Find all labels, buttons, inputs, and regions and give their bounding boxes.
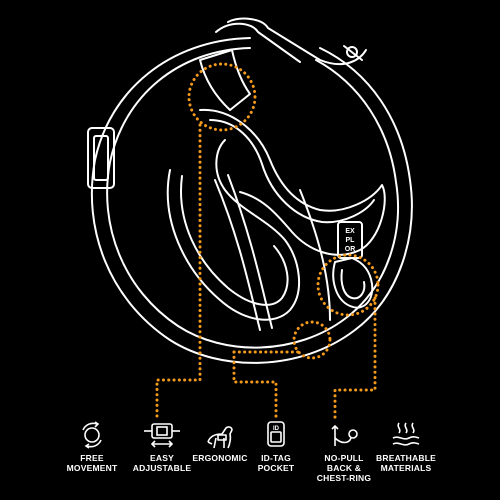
feature-breathable-materials: BREATHABLE MATERIALS [366, 420, 446, 473]
brand-tag-line3: OR [345, 246, 356, 253]
feature-label-2: POCKET [257, 463, 295, 473]
feature-label: ERGONOMIC [192, 453, 248, 463]
feature-label: NO-PULL [324, 453, 364, 463]
feature-label-2: MATERIALS [380, 463, 432, 473]
no-pull-icon [331, 424, 358, 446]
brand-tag-line1: EX [345, 228, 355, 235]
feature-label-2: BACK & [326, 463, 362, 473]
feature-label: ID-TAG [261, 453, 291, 463]
callout-line-3 [333, 296, 377, 420]
feature-no-pull: NO-PULL BACK & CHEST-RING [304, 420, 384, 483]
brand-tag: EX PL OR [345, 228, 356, 253]
callout-circle-handle [187, 62, 257, 132]
callout-circle-d-ring [316, 253, 380, 317]
feature-label-3: CHEST-RING [316, 473, 372, 483]
features-row: FREE MOVEMENT EASY ADJUSTABLE ERGONOMIC [0, 420, 500, 500]
easy-adjustable-icon [144, 423, 180, 448]
feature-label: EASY [150, 453, 174, 463]
callout-dots [155, 62, 380, 420]
callout-line-2 [232, 350, 278, 420]
feature-label-2: MOVEMENT [66, 463, 118, 473]
breathable-materials-icon [392, 422, 420, 446]
id-tag-pocket-icon: ID [267, 421, 285, 447]
callout-circle-pocket [292, 320, 332, 360]
callout-line-1 [155, 123, 202, 420]
harness-line-art [87, 17, 413, 364]
feature-label: BREATHABLE [376, 453, 436, 463]
brand-tag-line2: PL [346, 237, 356, 244]
feature-easy-adjustable: EASY ADJUSTABLE [122, 420, 202, 473]
feature-ergonomic: ERGONOMIC [180, 420, 260, 463]
feature-id-tag-pocket: ID ID-TAG POCKET [236, 420, 316, 473]
feature-free-movement: FREE MOVEMENT [52, 420, 132, 473]
ergonomic-icon [207, 426, 233, 449]
id-tag-icon-text: ID [273, 426, 280, 432]
feature-label: FREE [80, 453, 104, 463]
feature-label-2: ADJUSTABLE [132, 463, 192, 473]
free-movement-icon [82, 421, 102, 449]
